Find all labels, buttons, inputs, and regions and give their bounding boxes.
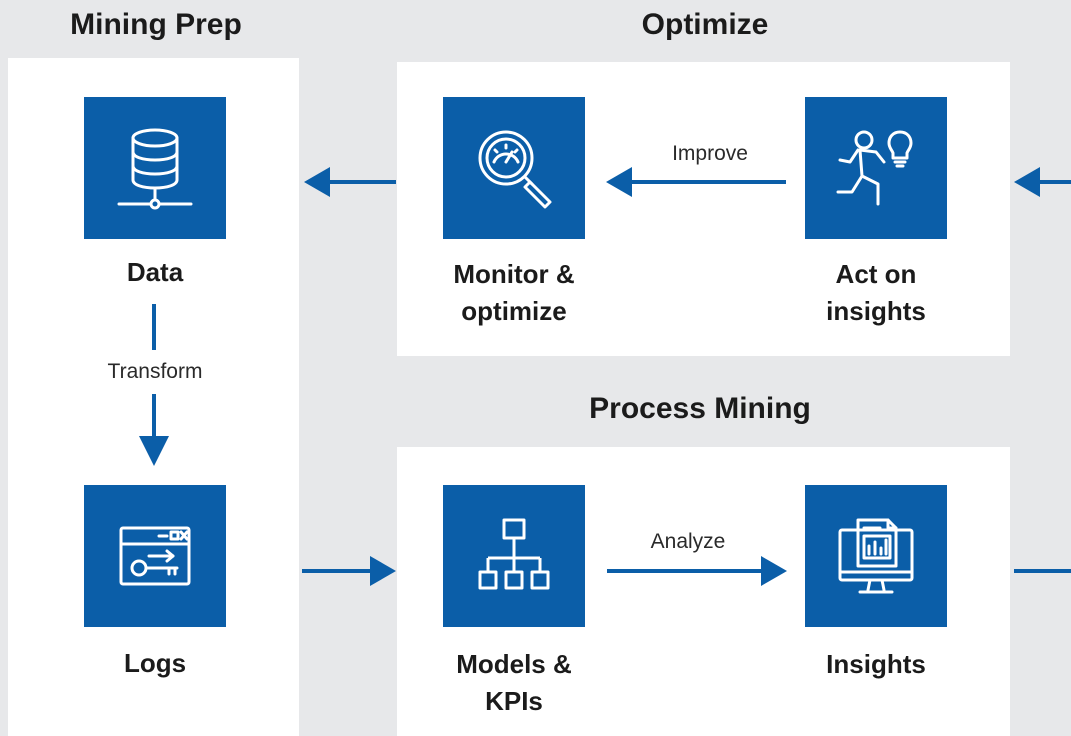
monitor-label: Monitor & optimize: [414, 256, 614, 330]
transform-arrow-bottom: [152, 394, 156, 438]
transform-arrow-head: [139, 436, 169, 466]
database-icon: [117, 128, 193, 210]
hierarchy-tree-icon: [478, 518, 550, 590]
section-title-process-mining: Process Mining: [589, 392, 811, 425]
act-tile[interactable]: [805, 97, 947, 239]
analyze-arrow-head: [761, 556, 787, 586]
optimize-to-data-arrow: [328, 180, 396, 184]
improve-label: Improve: [672, 142, 748, 165]
insights-tile[interactable]: [805, 485, 947, 627]
insights-to-act-arrow-top: [1038, 180, 1071, 184]
logs-label: Logs: [123, 648, 187, 678]
models-label-line1: Models &: [456, 649, 572, 679]
models-label-line2: KPIs: [485, 686, 543, 716]
insights-exit-line: [1014, 569, 1071, 573]
transform-label: Transform: [107, 360, 203, 383]
running-person-lightbulb-icon: [836, 130, 913, 206]
section-title-mining-prep: Mining Prep: [70, 8, 242, 41]
monitor-tile[interactable]: [443, 97, 585, 239]
models-label: Models & KPIs: [414, 646, 614, 720]
act-label-line1: Act on: [835, 259, 917, 289]
log-window-key-icon: [119, 526, 191, 586]
improve-arrow-head: [606, 167, 632, 197]
act-label: Act on insights: [776, 256, 976, 330]
logs-to-models-arrow: [302, 569, 372, 573]
section-title-optimize: Optimize: [641, 8, 769, 41]
act-label-line2: insights: [826, 296, 926, 326]
data-tile[interactable]: [84, 97, 226, 239]
models-tile[interactable]: [443, 485, 585, 627]
magnifier-gauge-icon: [478, 130, 552, 209]
logs-tile[interactable]: [84, 485, 226, 627]
data-label: Data: [126, 257, 184, 287]
monitor-label-line2: optimize: [461, 296, 567, 326]
logs-to-models-arrow-head: [370, 556, 396, 586]
insights-to-act-arrow-head: [1014, 167, 1040, 197]
analyze-label: Analyze: [650, 530, 726, 553]
optimize-to-data-arrow-head: [304, 167, 330, 197]
analyze-arrow: [607, 569, 763, 573]
monitor-label-line1: Monitor &: [453, 259, 575, 289]
transform-arrow-top: [152, 304, 156, 350]
insights-label: Insights: [826, 649, 926, 679]
improve-arrow: [630, 180, 786, 184]
monitor-report-chart-icon: [838, 518, 914, 594]
